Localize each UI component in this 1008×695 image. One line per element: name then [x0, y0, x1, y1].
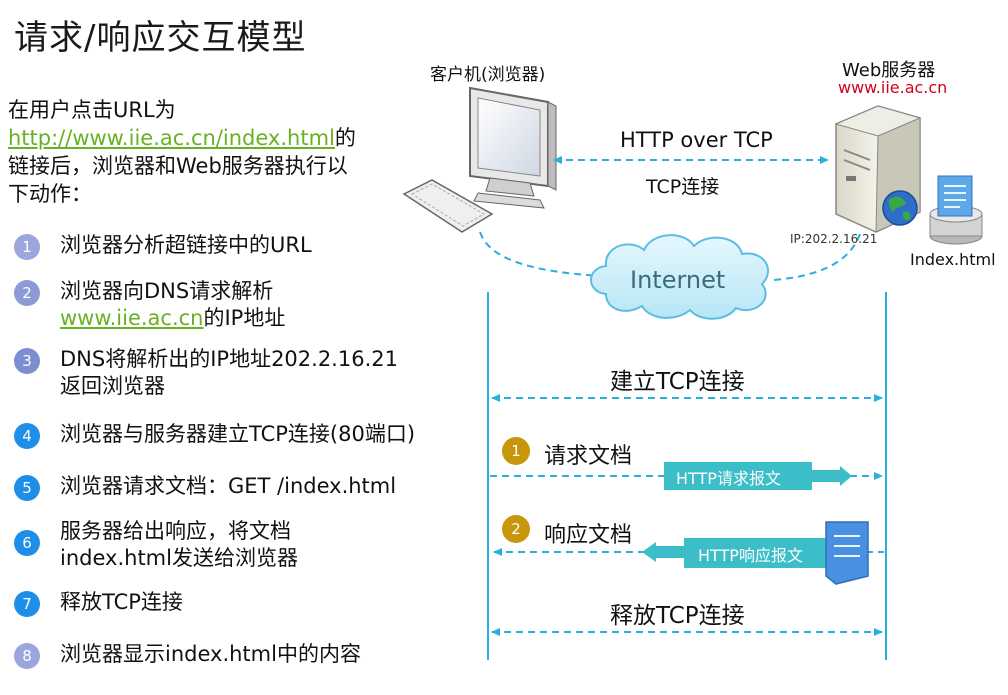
- step-6-line1: 服务器给出响应，将文档: [60, 519, 291, 543]
- file-document-icon: [929, 175, 983, 245]
- step-text: 服务器给出响应，将文档 index.html发送给浏览器: [60, 518, 298, 572]
- internet-label: Internet: [630, 266, 726, 294]
- step-text: 浏览器显示index.html中的内容: [60, 642, 361, 666]
- response-number-badge: [502, 515, 530, 543]
- step-text: 浏览器向DNS请求解析 www.iie.ac.cn的IP地址: [60, 278, 285, 332]
- step-2-suffix: 的IP地址: [203, 306, 286, 330]
- step-number-badge: 2: [14, 280, 40, 306]
- step-text: 浏览器分析超链接中的URL: [60, 233, 312, 257]
- step-2-domain-link[interactable]: www.iie.ac.cn: [60, 306, 204, 330]
- step-number-badge: 1: [14, 234, 40, 260]
- intro-line3: 链接后，浏览器和Web服务器执行以: [8, 154, 348, 178]
- internet-cloud-icon: [590, 234, 769, 320]
- step-3-line1: DNS将解析出的IP地址202.2.16.21: [60, 347, 398, 371]
- step-number-badge: 8: [14, 643, 40, 669]
- http-over-tcp-label: HTTP over TCP: [620, 128, 773, 152]
- response-message-box: [684, 538, 832, 568]
- step-3-line2: 返回浏览器: [60, 374, 165, 398]
- intro-line2: http://www.iie.ac.cn/index.html的: [8, 124, 428, 152]
- step-2-line2: www.iie.ac.cn的IP地址: [60, 305, 285, 332]
- tcp-connection-label: TCP连接: [646, 176, 720, 198]
- globe-icon: [882, 190, 918, 226]
- file-label: Index.html: [910, 250, 996, 269]
- intro-line4: 下动作：: [8, 182, 92, 206]
- request-number-badge: [502, 437, 530, 465]
- response-number: 2: [511, 520, 521, 538]
- client-computer-icon: [402, 86, 557, 233]
- intro-text: 在用户点击URL为 http://www.iie.ac.cn/index.htm…: [8, 96, 428, 208]
- request-message-label: HTTP请求报文: [676, 469, 781, 488]
- step-text: DNS将解析出的IP地址202.2.16.21 返回浏览器: [60, 346, 398, 400]
- response-message-label: HTTP响应报文: [698, 546, 803, 565]
- step-number-badge: 7: [14, 591, 40, 617]
- establish-tcp-label: 建立TCP连接: [610, 369, 745, 395]
- client-label: 客户机(浏览器): [430, 65, 546, 85]
- page-title: 请求/响应交互模型: [14, 18, 307, 58]
- request-message-box: [664, 462, 812, 490]
- server-label: Web服务器: [842, 60, 936, 81]
- step-number-badge: 5: [14, 475, 40, 501]
- intro-line1: 在用户点击URL为: [8, 98, 176, 122]
- request-label: 请求文档: [544, 444, 633, 469]
- server-domain: www.iie.ac.cn: [838, 78, 948, 97]
- response-message-arrow: [642, 542, 684, 562]
- response-document-icon: [825, 521, 869, 585]
- step-text: 浏览器与服务器建立TCP连接(80端口): [60, 422, 416, 446]
- server-to-internet-link: [773, 233, 861, 281]
- server-ip: IP:202.2.16.21: [790, 232, 878, 246]
- response-label: 响应文档: [544, 523, 633, 548]
- step-number-badge: 6: [14, 530, 40, 556]
- step-6-line2: index.html发送给浏览器: [60, 546, 298, 570]
- step-text: 释放TCP连接: [60, 590, 183, 614]
- step-text: 浏览器请求文档：GET /index.html: [60, 474, 397, 498]
- intro-line2-suffix: 的: [334, 126, 356, 150]
- step-2-line1: 浏览器向DNS请求解析: [60, 279, 274, 303]
- request-message-arrow: [812, 466, 852, 486]
- request-number: 1: [511, 442, 521, 460]
- client-to-internet-link: [479, 231, 601, 277]
- intro-url-link[interactable]: http://www.iie.ac.cn/index.html: [8, 126, 335, 150]
- step-number-badge: 4: [14, 423, 40, 449]
- step-number-badge: 3: [14, 348, 40, 374]
- release-tcp-label: 释放TCP连接: [610, 603, 745, 629]
